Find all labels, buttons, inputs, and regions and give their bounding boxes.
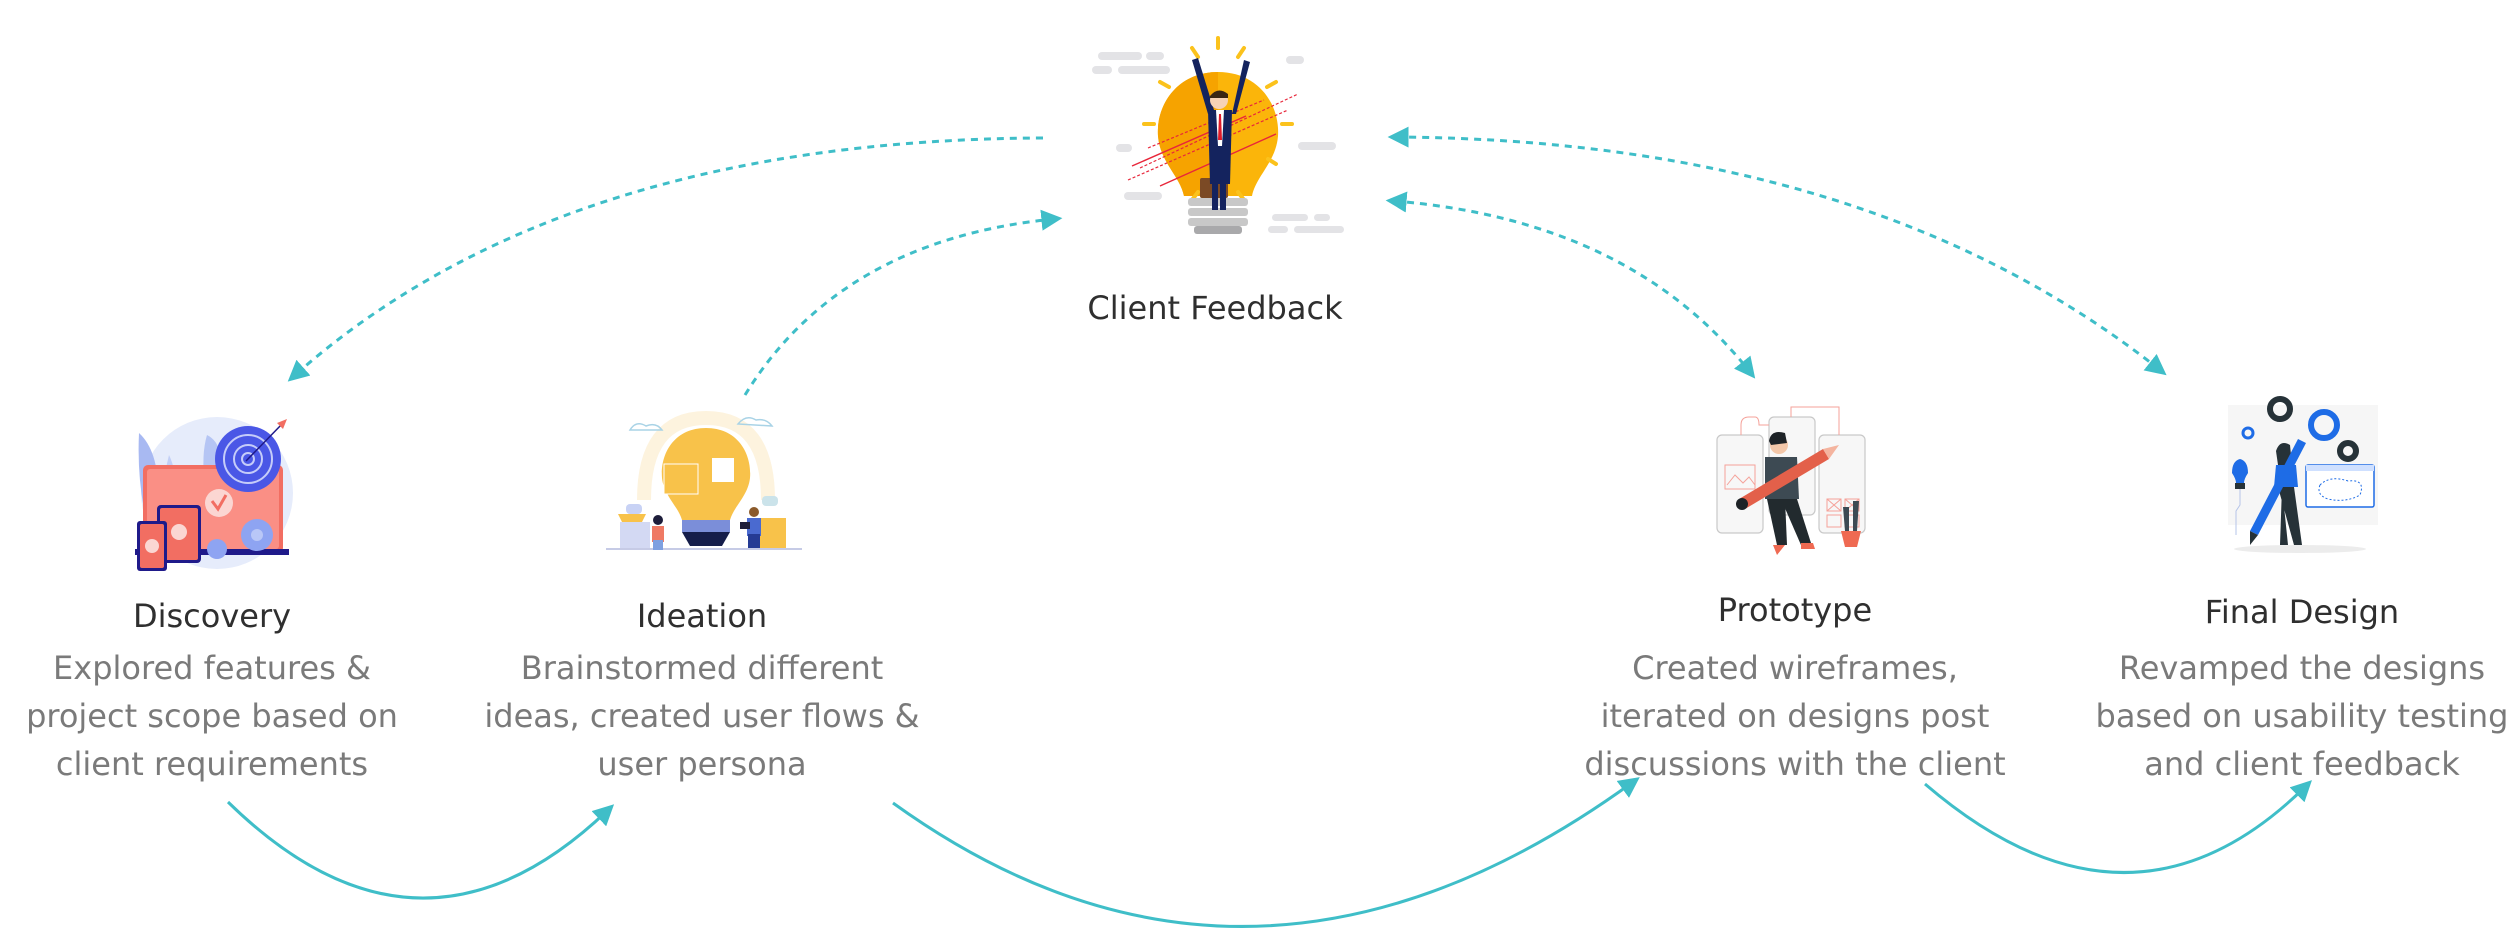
description-line: project scope based on — [26, 697, 398, 735]
step-title: Final Design — [2204, 593, 2400, 631]
description-line: Created wireframes, — [1632, 649, 1958, 687]
arrow-feedback-final-design-bidirectional — [1387, 126, 2167, 376]
step-title: Ideation — [636, 597, 768, 635]
step-description: Revamped the designs based on usability … — [2096, 644, 2509, 788]
description-line: ideas, created user flows & — [484, 697, 920, 735]
description-line: and client feedback — [2144, 745, 2460, 783]
lightbulb-businessman-icon — [1092, 36, 1344, 234]
step-title: Prototype — [1717, 591, 1873, 629]
step-final-design: Final Design Revamped the designs based … — [2096, 592, 2509, 788]
step-description: Brainstormed different ideas, created us… — [484, 644, 919, 788]
step-discovery: Discovery Explored features & project sc… — [26, 596, 398, 788]
arrow-ideation-to-prototype — [892, 777, 1640, 928]
step-title: Discovery — [132, 597, 292, 635]
description-line: discussions with the client — [1584, 745, 2006, 783]
description-line: iterated on designs post — [1600, 697, 1990, 735]
wireframe-pencil-icon — [1716, 406, 1866, 555]
step-description: Explored features & project scope based … — [26, 644, 398, 788]
arrow-ideation-to-feedback — [743, 209, 1063, 396]
step-ideation: Ideation Brainstormed different ideas, c… — [484, 596, 919, 788]
client-feedback-title: Client Feedback — [1087, 289, 1343, 327]
description-line: Revamped the designs — [2118, 649, 2486, 687]
arrow-prototype-to-final-design — [1924, 780, 2312, 874]
target-devices-icon — [135, 417, 293, 571]
description-line: Brainstormed different — [520, 649, 884, 687]
description-line: user persona — [597, 745, 807, 783]
puzzle-lightbulb-icon — [606, 410, 802, 550]
description-line: Explored features & — [53, 649, 371, 687]
step-description: Created wireframes, iterated on designs … — [1584, 644, 2005, 788]
description-line: based on usability testing — [2095, 697, 2509, 735]
step-prototype: Prototype Created wireframes, iterated o… — [1584, 590, 2005, 788]
arrow-feedback-to-discovery — [287, 136, 1044, 382]
arrow-discovery-to-ideation — [226, 800, 615, 900]
arrow-feedback-prototype-bidirectional — [1385, 191, 1756, 379]
description-line: client requirements — [55, 745, 369, 783]
designer-pen-tool-icon — [2228, 396, 2378, 553]
center-node-client-feedback: Client Feedback — [1087, 288, 1342, 328]
